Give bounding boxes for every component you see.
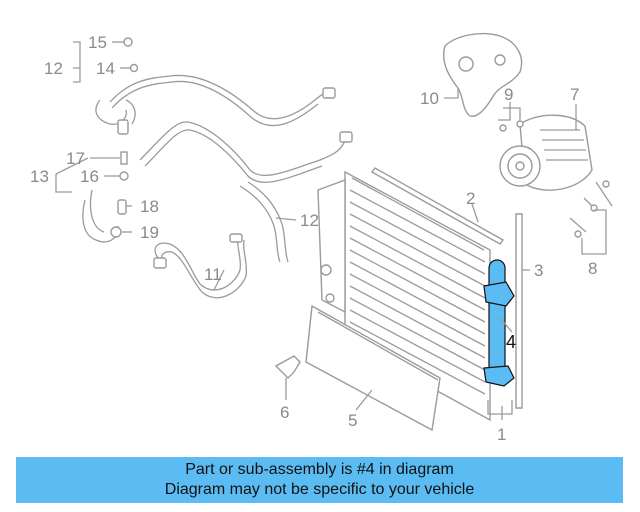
callout-1: 1: [497, 425, 506, 444]
callout-9: 9: [504, 85, 513, 104]
callout-10: 10: [420, 89, 439, 108]
condenser-seal-strip: [370, 167, 505, 245]
callout-13: 13: [30, 167, 49, 186]
callout-14: 14: [96, 59, 115, 78]
callout-labels: 15 14 12 17 16 13 18 19 10 9 7 8 11 12 2…: [30, 33, 597, 444]
receiver-drier-highlighted: [483, 259, 515, 387]
banner-line-2: Diagram may not be specific to your vehi…: [164, 481, 475, 498]
callout-19: 19: [140, 223, 159, 242]
callout-12-top: 12: [44, 59, 63, 78]
ac-compressor: [499, 114, 593, 191]
callout-16: 16: [80, 167, 99, 186]
parts-diagram: 15 14 12 17 16 13 18 19 10 9 7 8 11 12 2…: [30, 32, 613, 444]
shield-panel-5: [305, 304, 441, 432]
banner-line-1: Part or sub-assembly is #4 in diagram: [185, 461, 454, 478]
callout-18: 18: [140, 197, 159, 216]
callout-6: 6: [280, 403, 289, 422]
leader-lines: [55, 41, 607, 420]
bracket-6: [274, 355, 301, 379]
callout-17: 17: [66, 149, 85, 168]
callout-11: 11: [204, 265, 222, 284]
callout-2: 2: [466, 189, 475, 208]
callout-8: 8: [588, 259, 597, 278]
callout-4-highlighted: 4: [506, 332, 516, 352]
callout-12-mid: 12: [300, 211, 319, 230]
ac-hose-lines: [82, 74, 353, 299]
callout-15: 15: [88, 33, 107, 52]
side-tube-3: [515, 213, 523, 409]
info-banner: Part or sub-assembly is #4 in diagram Di…: [16, 457, 623, 503]
callout-3: 3: [534, 261, 543, 280]
callout-5: 5: [348, 411, 357, 430]
callout-7: 7: [570, 85, 579, 104]
